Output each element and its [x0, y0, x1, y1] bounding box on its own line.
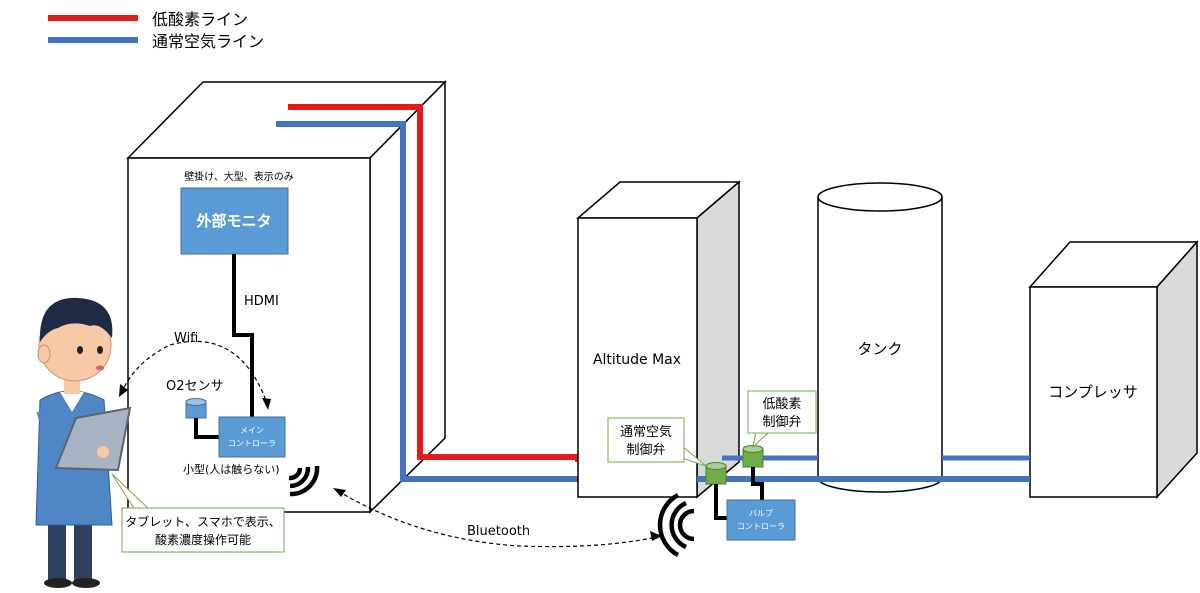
compressor-side-face: [1156, 240, 1198, 499]
wifi-arrow-head-controller: [262, 398, 271, 410]
altitude-max-side-face: [696, 180, 740, 499]
compressor-label: コンプレッサ: [1048, 383, 1138, 401]
hdmi-cable: [232, 254, 254, 417]
low-oxygen-valve-callout: 低酸素 制御弁: [747, 390, 817, 449]
low-oxygen-valve: [742, 445, 764, 468]
main-controller-label-line2: コントローラ: [228, 439, 276, 448]
valve-controller-label-line1: バルブ: [749, 508, 773, 518]
room-box: [126, 80, 447, 514]
room-side-face: [369, 80, 446, 514]
compressor-box: [1028, 240, 1199, 499]
altitude-max-label: Altitude Max: [593, 352, 681, 368]
monitor-note: 壁掛け、大型、表示のみ: [184, 170, 294, 183]
legend: 低酸素ライン 通常空気ライン: [48, 10, 264, 51]
external-monitor-label: 外部モニタ: [195, 212, 271, 230]
tablet-callout: タブレット、スマホで表示、 酸素濃度操作可能: [111, 473, 285, 553]
tablet-callout-line1: タブレット、スマホで表示、: [125, 514, 280, 529]
low-oxygen-valve-callout-line2: 制御弁: [762, 415, 801, 430]
normal-air-valve-cable: [714, 484, 727, 520]
tank: [817, 182, 943, 493]
main-controller-note: 小型(人は触らない): [183, 462, 280, 476]
compressor-front-face: [1029, 286, 1158, 498]
valve-controller: [726, 499, 796, 541]
legend-low-oxygen-label: 低酸素ライン: [152, 10, 248, 29]
tablet-icon: [54, 406, 132, 472]
wifi-label: Wifi: [174, 331, 198, 346]
normal-air-valve-callout-line1: 通常空気: [620, 424, 672, 440]
o2-sensor-cable: [194, 418, 219, 439]
main-controller-label-line1: メイン: [240, 426, 264, 435]
hdmi-label: HDMI: [244, 294, 279, 309]
bluetooth-arrow-head-valve: [650, 531, 662, 541]
wifi-arrow-head-tablet: [119, 384, 128, 397]
normal-air-valve-callout: 通常空気 制御弁: [607, 417, 707, 467]
tank-body: [817, 197, 943, 493]
valve-controller-label-line2: コントローラ: [737, 522, 785, 531]
normal-air-valve: [705, 462, 727, 485]
normal-air-valve-callout-line2: 制御弁: [626, 443, 665, 458]
bluetooth-arrow-head-room: [333, 488, 346, 497]
low-oxygen-valve-callout-line1: 低酸素: [762, 397, 801, 412]
low-oxygen-valve-cable: [751, 467, 764, 500]
wifi-link: [121, 340, 269, 407]
legend-normal-air-label: 通常空気ライン: [152, 32, 264, 51]
tablet-callout-line2: 酸素濃度操作可能: [155, 532, 251, 547]
person-with-tablet-illustration: [35, 297, 132, 588]
o2-sensor: [185, 398, 207, 419]
valve-bluetooth-waves-icon: [657, 493, 695, 557]
tank-label: タンク: [857, 340, 902, 358]
main-controller: [218, 416, 286, 458]
external-monitor: [180, 187, 289, 255]
tank-top: [817, 182, 943, 212]
o2-sensor-label: O2センサ: [166, 379, 224, 394]
bluetooth-link: [337, 490, 658, 548]
room-bluetooth-waves-icon: [288, 465, 320, 497]
bluetooth-label: Bluetooth: [467, 524, 530, 539]
